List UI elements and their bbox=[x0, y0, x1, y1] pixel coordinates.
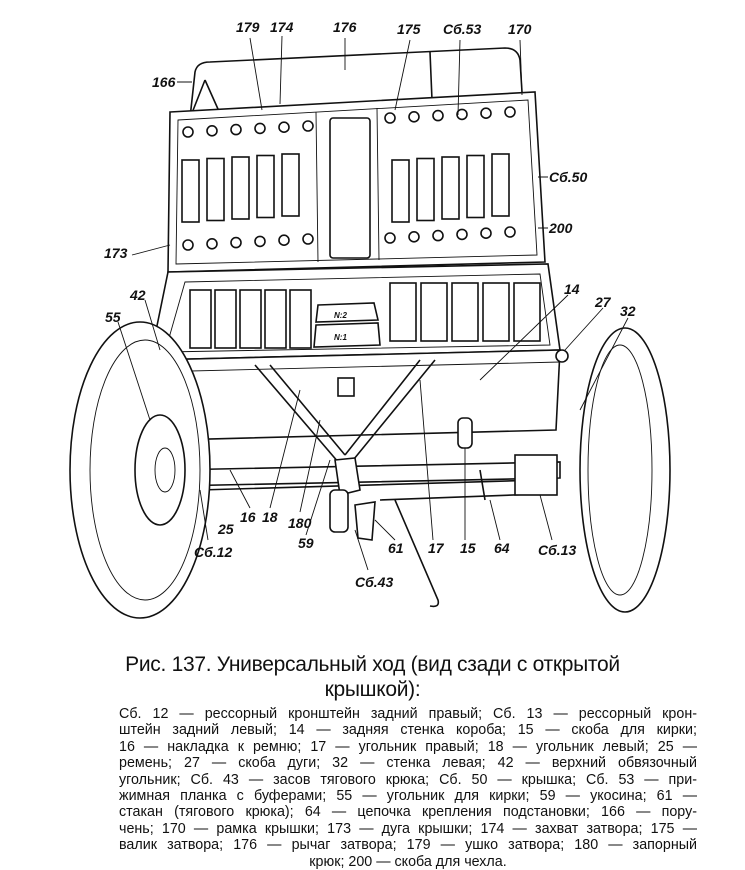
bolt bbox=[504, 226, 516, 238]
bolt bbox=[456, 228, 468, 241]
lid-slot bbox=[441, 156, 460, 220]
label-175: 175 bbox=[397, 21, 421, 37]
bolt bbox=[230, 123, 242, 136]
label-176: 176 bbox=[333, 19, 357, 35]
bolt bbox=[384, 232, 396, 244]
legend-line: штейн задний левый; 14 — задняя стенка к… bbox=[119, 722, 697, 739]
label-200: 200 bbox=[548, 220, 573, 236]
label-64: 64 bbox=[494, 540, 510, 556]
legend-line: 16 — накладка к ремню; 17 — угольник пра… bbox=[119, 738, 697, 755]
label-sb13: Сб.13 bbox=[538, 542, 576, 558]
label-170: 170 bbox=[508, 21, 532, 37]
bolt bbox=[480, 227, 492, 239]
label-16: 16 bbox=[240, 509, 256, 525]
tray-cell bbox=[420, 282, 448, 342]
tray-cell bbox=[482, 282, 510, 342]
bolt bbox=[254, 122, 266, 135]
label-sb53: Сб.53 bbox=[443, 21, 481, 37]
legend-line: ремень; 27 — скоба дуги; 32 — стенка лев… bbox=[119, 755, 697, 772]
caption-title-line-1: Рис. 137. Универсальный ход (вид сзади с… bbox=[125, 653, 620, 676]
tray-cell bbox=[451, 282, 479, 342]
tray-cell bbox=[513, 282, 541, 342]
compartment-label-1: N:1 bbox=[334, 333, 347, 342]
legend-line: Сб. 12 — рессорный кронштейн задний прав… bbox=[119, 706, 697, 722]
label-173: 173 bbox=[104, 245, 128, 261]
bolt bbox=[230, 236, 242, 249]
legend-line: жимная планка с буферами; 55 — угольник … bbox=[119, 787, 697, 804]
label-179: 179 bbox=[236, 19, 260, 35]
tray-cell bbox=[214, 289, 237, 349]
figure-legend: Сб. 12 — рессорный кронштейн задний прав… bbox=[119, 706, 697, 870]
bolt bbox=[432, 229, 444, 242]
legend-line: чень; 170 — рамка крышки; 173 — дуга кры… bbox=[119, 820, 697, 837]
label-27: 27 bbox=[594, 294, 612, 310]
label-sb50: Сб.50 bbox=[549, 169, 587, 185]
tray-cell bbox=[189, 289, 212, 349]
bolt bbox=[278, 121, 290, 133]
bolt bbox=[206, 238, 218, 250]
legend-line: угольник; Сб. 43 — засов тягового крюка;… bbox=[119, 771, 697, 788]
box-body bbox=[148, 349, 569, 471]
bolt bbox=[408, 111, 420, 123]
label-61: 61 bbox=[388, 540, 404, 556]
legend-line: валик затвора; 176 — рычаг затвора; 179 … bbox=[119, 837, 697, 854]
legend-line: стакан (тягового крюка); 64 — цепочка кр… bbox=[119, 804, 697, 821]
left-wheel bbox=[69, 321, 211, 619]
leader-lines bbox=[117, 35, 629, 571]
label-166: 166 bbox=[152, 74, 176, 90]
carriage-drawing: N:2 N:1 179 174 176 175 Сб.5 bbox=[69, 19, 671, 619]
label-32: 32 bbox=[620, 303, 636, 319]
label-sb43: Сб.43 bbox=[355, 574, 393, 590]
bolt bbox=[408, 231, 420, 243]
label-42: 42 bbox=[129, 287, 146, 303]
label-14: 14 bbox=[564, 281, 580, 297]
bolt bbox=[504, 106, 516, 118]
right-wheel bbox=[579, 327, 671, 613]
tray-cell bbox=[289, 289, 312, 349]
tray-cell bbox=[389, 282, 417, 342]
bolt bbox=[384, 112, 396, 124]
lid-slot bbox=[281, 153, 300, 217]
ammo-box-tray: N:2 N:1 bbox=[149, 263, 561, 361]
bolt bbox=[254, 235, 266, 248]
caption-title-line-2: крышкой): bbox=[324, 678, 421, 701]
lid-slot bbox=[391, 159, 410, 223]
figure-caption-title: Рис. 137. Универсальный ход (вид сзади с… bbox=[0, 652, 745, 702]
compartment-label-2: N:2 bbox=[334, 311, 347, 320]
legend-line: крюк; 200 — скоба для чехла. bbox=[309, 853, 507, 870]
tray-cell bbox=[264, 289, 287, 349]
label-174: 174 bbox=[270, 19, 294, 35]
bolt bbox=[456, 108, 468, 121]
lid-slot bbox=[466, 154, 485, 219]
bolt bbox=[480, 107, 492, 119]
bolt bbox=[206, 125, 218, 137]
lid-slot bbox=[206, 157, 225, 222]
lid-slot bbox=[181, 159, 200, 223]
label-55: 55 bbox=[105, 309, 121, 325]
bolt bbox=[182, 126, 194, 138]
tray-cell bbox=[239, 289, 262, 349]
lid-slot bbox=[416, 157, 435, 222]
label-18: 18 bbox=[262, 509, 278, 525]
lid-slot bbox=[256, 154, 275, 219]
bolt bbox=[302, 120, 314, 132]
label-15: 15 bbox=[460, 540, 476, 556]
label-180: 180 bbox=[288, 515, 312, 531]
bolt bbox=[302, 233, 314, 245]
bolt bbox=[182, 239, 194, 251]
lid-slot bbox=[491, 153, 510, 217]
label-sb12: Сб.12 bbox=[194, 544, 232, 560]
bolt bbox=[432, 109, 444, 122]
handrail bbox=[189, 47, 523, 119]
bolt bbox=[278, 234, 290, 246]
label-25: 25 bbox=[217, 521, 234, 537]
lid-slot bbox=[231, 156, 250, 220]
label-17: 17 bbox=[428, 540, 445, 556]
label-59: 59 bbox=[298, 535, 314, 551]
lid bbox=[167, 91, 546, 273]
